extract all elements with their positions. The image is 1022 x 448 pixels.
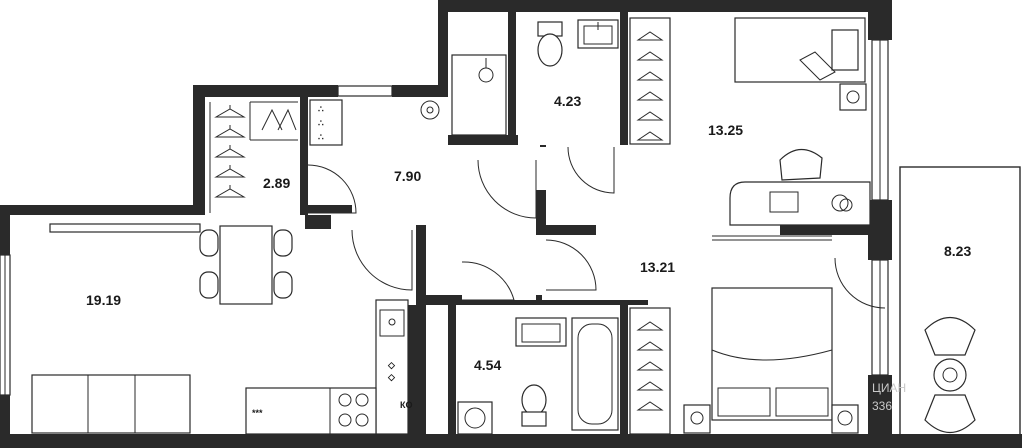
watermark-text: ЦИАН bbox=[872, 381, 906, 395]
windows bbox=[0, 39, 889, 396]
living-tv-shelf bbox=[49, 223, 201, 233]
bathroom-area: 4.54 bbox=[474, 357, 501, 373]
closet-rail bbox=[209, 101, 298, 213]
svg-text:∴: ∴ bbox=[318, 104, 324, 114]
flower-icon bbox=[420, 100, 440, 120]
double-bed bbox=[711, 287, 833, 421]
shower bbox=[451, 54, 507, 136]
washing-machine-icon bbox=[457, 401, 493, 435]
wardrobe-2 bbox=[629, 307, 671, 435]
toilet-icon bbox=[521, 384, 547, 427]
nightstand-2 bbox=[683, 404, 859, 434]
nightstand-1 bbox=[839, 83, 867, 111]
balcony-area: 8.23 bbox=[944, 243, 971, 259]
wardrobe-1 bbox=[629, 17, 671, 145]
bed-single bbox=[734, 17, 866, 83]
svg-text:∴: ∴ bbox=[318, 118, 324, 128]
desk-chair bbox=[779, 148, 823, 181]
dining-table bbox=[199, 225, 293, 305]
hall-cabinet: ∴ ∴ ∴ bbox=[309, 99, 343, 146]
bedroom1-area: 13.25 bbox=[708, 122, 743, 138]
kitchen-counter: ◇ ◇ bbox=[245, 299, 409, 435]
svg-text:∴: ∴ bbox=[318, 132, 324, 142]
bath-sink bbox=[515, 317, 567, 347]
sink-icon bbox=[577, 19, 619, 49]
hall-area: 7.90 bbox=[394, 168, 421, 184]
wc-area: 4.23 bbox=[554, 93, 581, 109]
stove-mark: *** bbox=[252, 408, 263, 418]
bedroom2-shelf bbox=[712, 235, 832, 241]
desk bbox=[729, 181, 871, 226]
bedroom2-area: 13.21 bbox=[640, 259, 675, 275]
sofa bbox=[31, 374, 191, 434]
balcony-outline bbox=[834, 166, 1021, 436]
svg-text:◇: ◇ bbox=[387, 372, 396, 382]
doors bbox=[307, 146, 615, 301]
watermark-number: 336 bbox=[872, 399, 892, 413]
living-room-area: 19.19 bbox=[86, 292, 121, 308]
toilet-icon bbox=[537, 21, 563, 67]
ko-mark: КО bbox=[400, 400, 413, 410]
bathtub bbox=[571, 317, 619, 431]
closet-area: 2.89 bbox=[263, 175, 290, 191]
hanger-icon bbox=[214, 105, 297, 198]
svg-text:◇: ◇ bbox=[387, 360, 396, 370]
balcony-table-set bbox=[924, 316, 976, 434]
